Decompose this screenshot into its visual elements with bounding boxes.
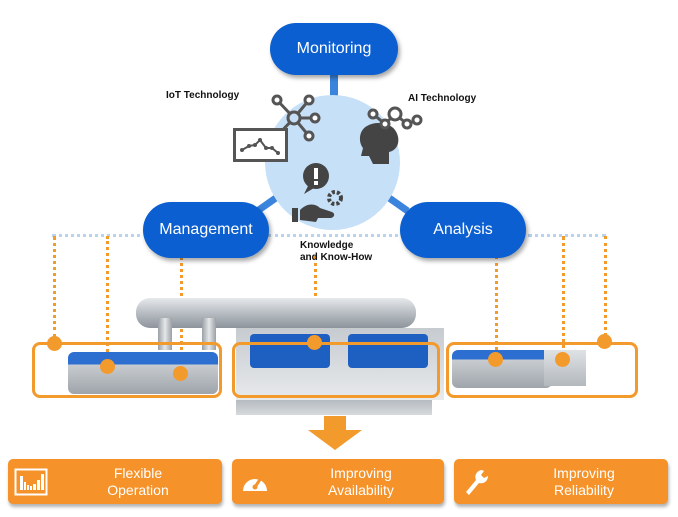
knowledge-label-line2: and Know-How — [300, 252, 373, 263]
knowledge-hand-icon — [292, 163, 343, 222]
turbine-casing-left — [68, 352, 218, 394]
chart-window-icon — [8, 468, 54, 496]
speedometer-icon — [232, 469, 278, 495]
sensor-point — [597, 334, 612, 349]
management-node: Management — [143, 202, 269, 258]
sensor-point — [488, 352, 503, 367]
connector-drop-1 — [53, 236, 56, 338]
connector-line-left — [52, 234, 148, 237]
sensor-point — [47, 336, 62, 351]
hub-connector-top — [330, 75, 338, 105]
outcome-line2: Reliability — [554, 481, 614, 498]
outcome-line1: Improving — [330, 464, 392, 481]
line-chart-monitor-icon — [233, 128, 288, 162]
turbine-base — [236, 400, 432, 415]
connector-drop-7 — [604, 236, 607, 336]
ai-technology-label: AI Technology — [408, 93, 477, 104]
sensor-point — [307, 335, 322, 350]
turbine-rotor-2 — [348, 334, 428, 368]
analysis-node: Analysis — [400, 202, 526, 258]
sensor-point — [173, 366, 188, 381]
outcome-line2: Availability — [328, 481, 394, 498]
steam-pipe — [136, 298, 416, 328]
connector-drop-5 — [495, 256, 498, 356]
connector-line-right — [528, 234, 606, 237]
equipment-group-center — [232, 342, 440, 398]
connector-drop-4 — [314, 256, 317, 338]
connector-drop-2 — [106, 236, 109, 364]
connector-line-center — [268, 234, 404, 237]
sensor-point — [555, 352, 570, 367]
equipment-group-left — [32, 342, 222, 398]
equipment-group-right — [446, 342, 638, 398]
wrench-icon — [454, 468, 500, 496]
outcome-line1: Flexible — [113, 464, 163, 481]
outcome-line1: Improving — [553, 464, 615, 481]
down-arrow-icon — [308, 416, 362, 450]
outcome-line2: Operation — [107, 481, 169, 498]
monitoring-node: Monitoring — [270, 23, 398, 75]
ai-head-icon — [359, 106, 423, 164]
connector-drop-6 — [562, 236, 565, 356]
sensor-point — [100, 359, 115, 374]
iot-technology-label: IoT Technology — [166, 90, 240, 101]
knowledge-label: Knowledge and Know-How — [300, 240, 372, 264]
knowledge-label-line1: Knowledge — [300, 240, 354, 251]
